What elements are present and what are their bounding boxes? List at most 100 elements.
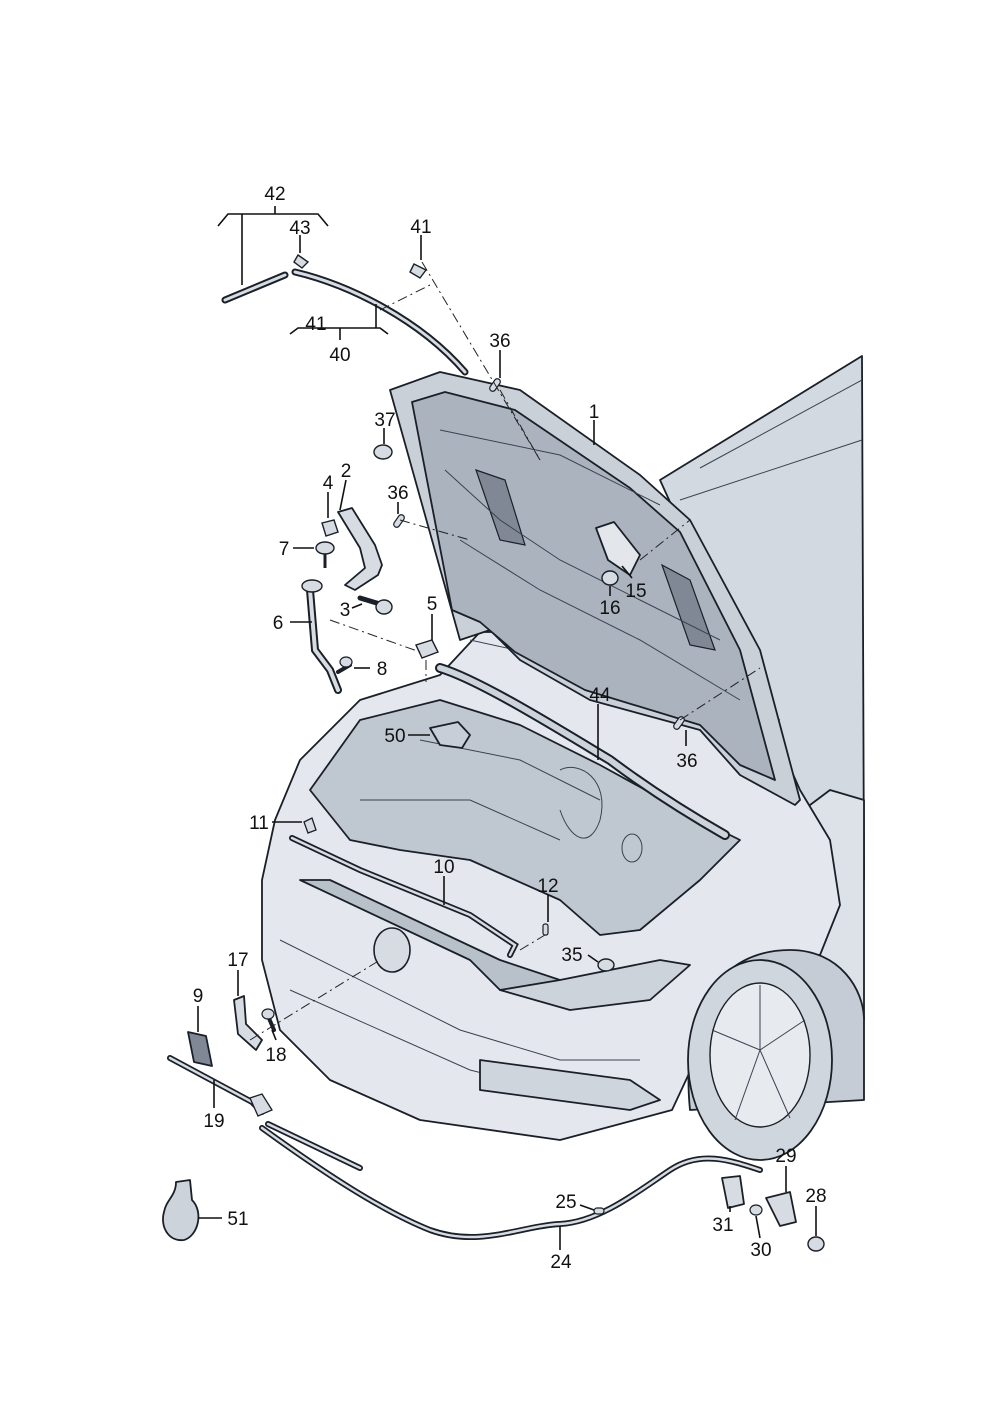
callout-41-top[interactable]: 41	[410, 217, 431, 238]
callout-18[interactable]: 18	[265, 1045, 286, 1066]
svg-text:24: 24	[550, 1252, 572, 1273]
callout-29[interactable]: 29	[775, 1146, 796, 1167]
callout-31[interactable]: 31	[712, 1215, 733, 1236]
callout-2[interactable]: 2	[341, 461, 352, 482]
callout-37[interactable]: 37	[374, 410, 395, 431]
callout-41-left[interactable]: 41	[305, 314, 326, 335]
svg-text:28: 28	[805, 1186, 826, 1207]
bracket-29[interactable]	[765, 1191, 797, 1227]
svg-text:36: 36	[489, 331, 510, 352]
emblem	[373, 927, 411, 973]
callout-24[interactable]: 24	[550, 1252, 572, 1273]
callout-5[interactable]: 5	[427, 594, 438, 615]
callout-3[interactable]: 3	[340, 600, 351, 621]
svg-text:11: 11	[249, 813, 269, 834]
callout-6[interactable]: 6	[273, 613, 284, 634]
callout-1[interactable]: 1	[589, 402, 600, 423]
nut-4[interactable]	[321, 519, 339, 537]
callout-12[interactable]: 12	[537, 876, 558, 897]
svg-text:43: 43	[289, 218, 310, 239]
callout-8[interactable]: 8	[377, 659, 388, 680]
callout-30[interactable]: 30	[750, 1240, 771, 1261]
hood[interactable]	[389, 371, 801, 806]
cover-51[interactable]	[162, 1179, 200, 1241]
callout-35[interactable]: 35	[561, 945, 582, 966]
grommet-35[interactable]	[597, 958, 615, 972]
svg-text:15: 15	[625, 581, 646, 602]
svg-text:9: 9	[193, 986, 204, 1007]
clip-43[interactable]	[293, 253, 310, 269]
release-handle-31[interactable]	[721, 1175, 745, 1209]
callout-28[interactable]: 28	[805, 1186, 826, 1207]
latch-17[interactable]	[233, 995, 263, 1051]
svg-text:25: 25	[555, 1192, 576, 1213]
svg-text:31: 31	[712, 1215, 733, 1236]
callout-36-mid[interactable]: 36	[387, 483, 408, 504]
callout-labels: 42 43 41 41 40 36 1 37 2 4 36 7 15 16 3 …	[193, 184, 827, 1273]
callout-43[interactable]: 43	[289, 218, 310, 239]
svg-text:5: 5	[427, 594, 438, 615]
clip-28[interactable]	[807, 1236, 825, 1252]
svg-text:7: 7	[279, 539, 290, 560]
callout-4[interactable]: 4	[323, 473, 334, 494]
car-body	[261, 355, 865, 1161]
callout-7[interactable]: 7	[279, 539, 290, 560]
callout-16[interactable]: 16	[599, 598, 620, 619]
callout-17[interactable]: 17	[227, 950, 248, 971]
release-cable-24[interactable]	[259, 1125, 763, 1240]
bracket-50[interactable]	[429, 721, 471, 749]
svg-text:40: 40	[329, 345, 350, 366]
clip-11[interactable]	[303, 817, 317, 834]
callout-25[interactable]: 25	[555, 1192, 576, 1213]
callout-11[interactable]: 11	[249, 813, 269, 834]
callout-50[interactable]: 50	[384, 726, 405, 747]
headlight	[499, 959, 691, 1011]
nut-5[interactable]	[415, 639, 439, 659]
svg-text:42: 42	[264, 184, 285, 205]
svg-text:35: 35	[561, 945, 582, 966]
svg-text:2: 2	[341, 461, 352, 482]
svg-text:30: 30	[750, 1240, 771, 1261]
hinge-2[interactable]	[337, 507, 383, 591]
svg-text:36: 36	[676, 751, 697, 772]
callout-9[interactable]: 9	[193, 986, 204, 1007]
insulation-pad-left	[475, 469, 526, 546]
svg-text:1: 1	[589, 402, 600, 423]
svg-text:41: 41	[410, 217, 431, 238]
plate-9[interactable]	[187, 1031, 213, 1067]
svg-text:17: 17	[227, 950, 248, 971]
svg-text:12: 12	[537, 876, 558, 897]
callout-19[interactable]: 19	[203, 1111, 224, 1132]
leaders	[197, 206, 817, 1250]
stop-37[interactable]	[373, 444, 393, 460]
bolt-30[interactable]	[749, 1204, 763, 1216]
buffer-36-right[interactable]	[673, 716, 686, 731]
callout-42[interactable]: 42	[264, 184, 285, 205]
svg-text:3: 3	[340, 600, 351, 621]
svg-text:19: 19	[203, 1111, 224, 1132]
callout-36-right[interactable]: 36	[676, 751, 697, 772]
callout-40[interactable]: 40	[329, 345, 350, 366]
svg-text:37: 37	[374, 410, 395, 431]
svg-text:36: 36	[387, 483, 408, 504]
svg-text:18: 18	[265, 1045, 286, 1066]
buffer-36-mid[interactable]	[393, 514, 406, 529]
clip-41[interactable]	[409, 263, 428, 279]
rim	[709, 982, 811, 1128]
svg-text:8: 8	[377, 659, 388, 680]
latch-bracket	[595, 521, 641, 576]
bolt-7[interactable]	[315, 541, 335, 555]
pin-12[interactable]	[542, 923, 549, 936]
clip-25[interactable]	[593, 1207, 605, 1215]
lower-grille	[479, 1059, 661, 1111]
engine-bay	[309, 699, 741, 936]
callout-44[interactable]: 44	[589, 685, 611, 706]
nut-16[interactable]	[601, 570, 619, 586]
svg-text:44: 44	[589, 685, 611, 706]
callout-51[interactable]: 51	[227, 1209, 248, 1230]
callout-10[interactable]: 10	[433, 857, 454, 878]
callout-15[interactable]: 15	[625, 581, 646, 602]
callout-36-top[interactable]: 36	[489, 331, 510, 352]
svg-text:41: 41	[305, 314, 326, 335]
